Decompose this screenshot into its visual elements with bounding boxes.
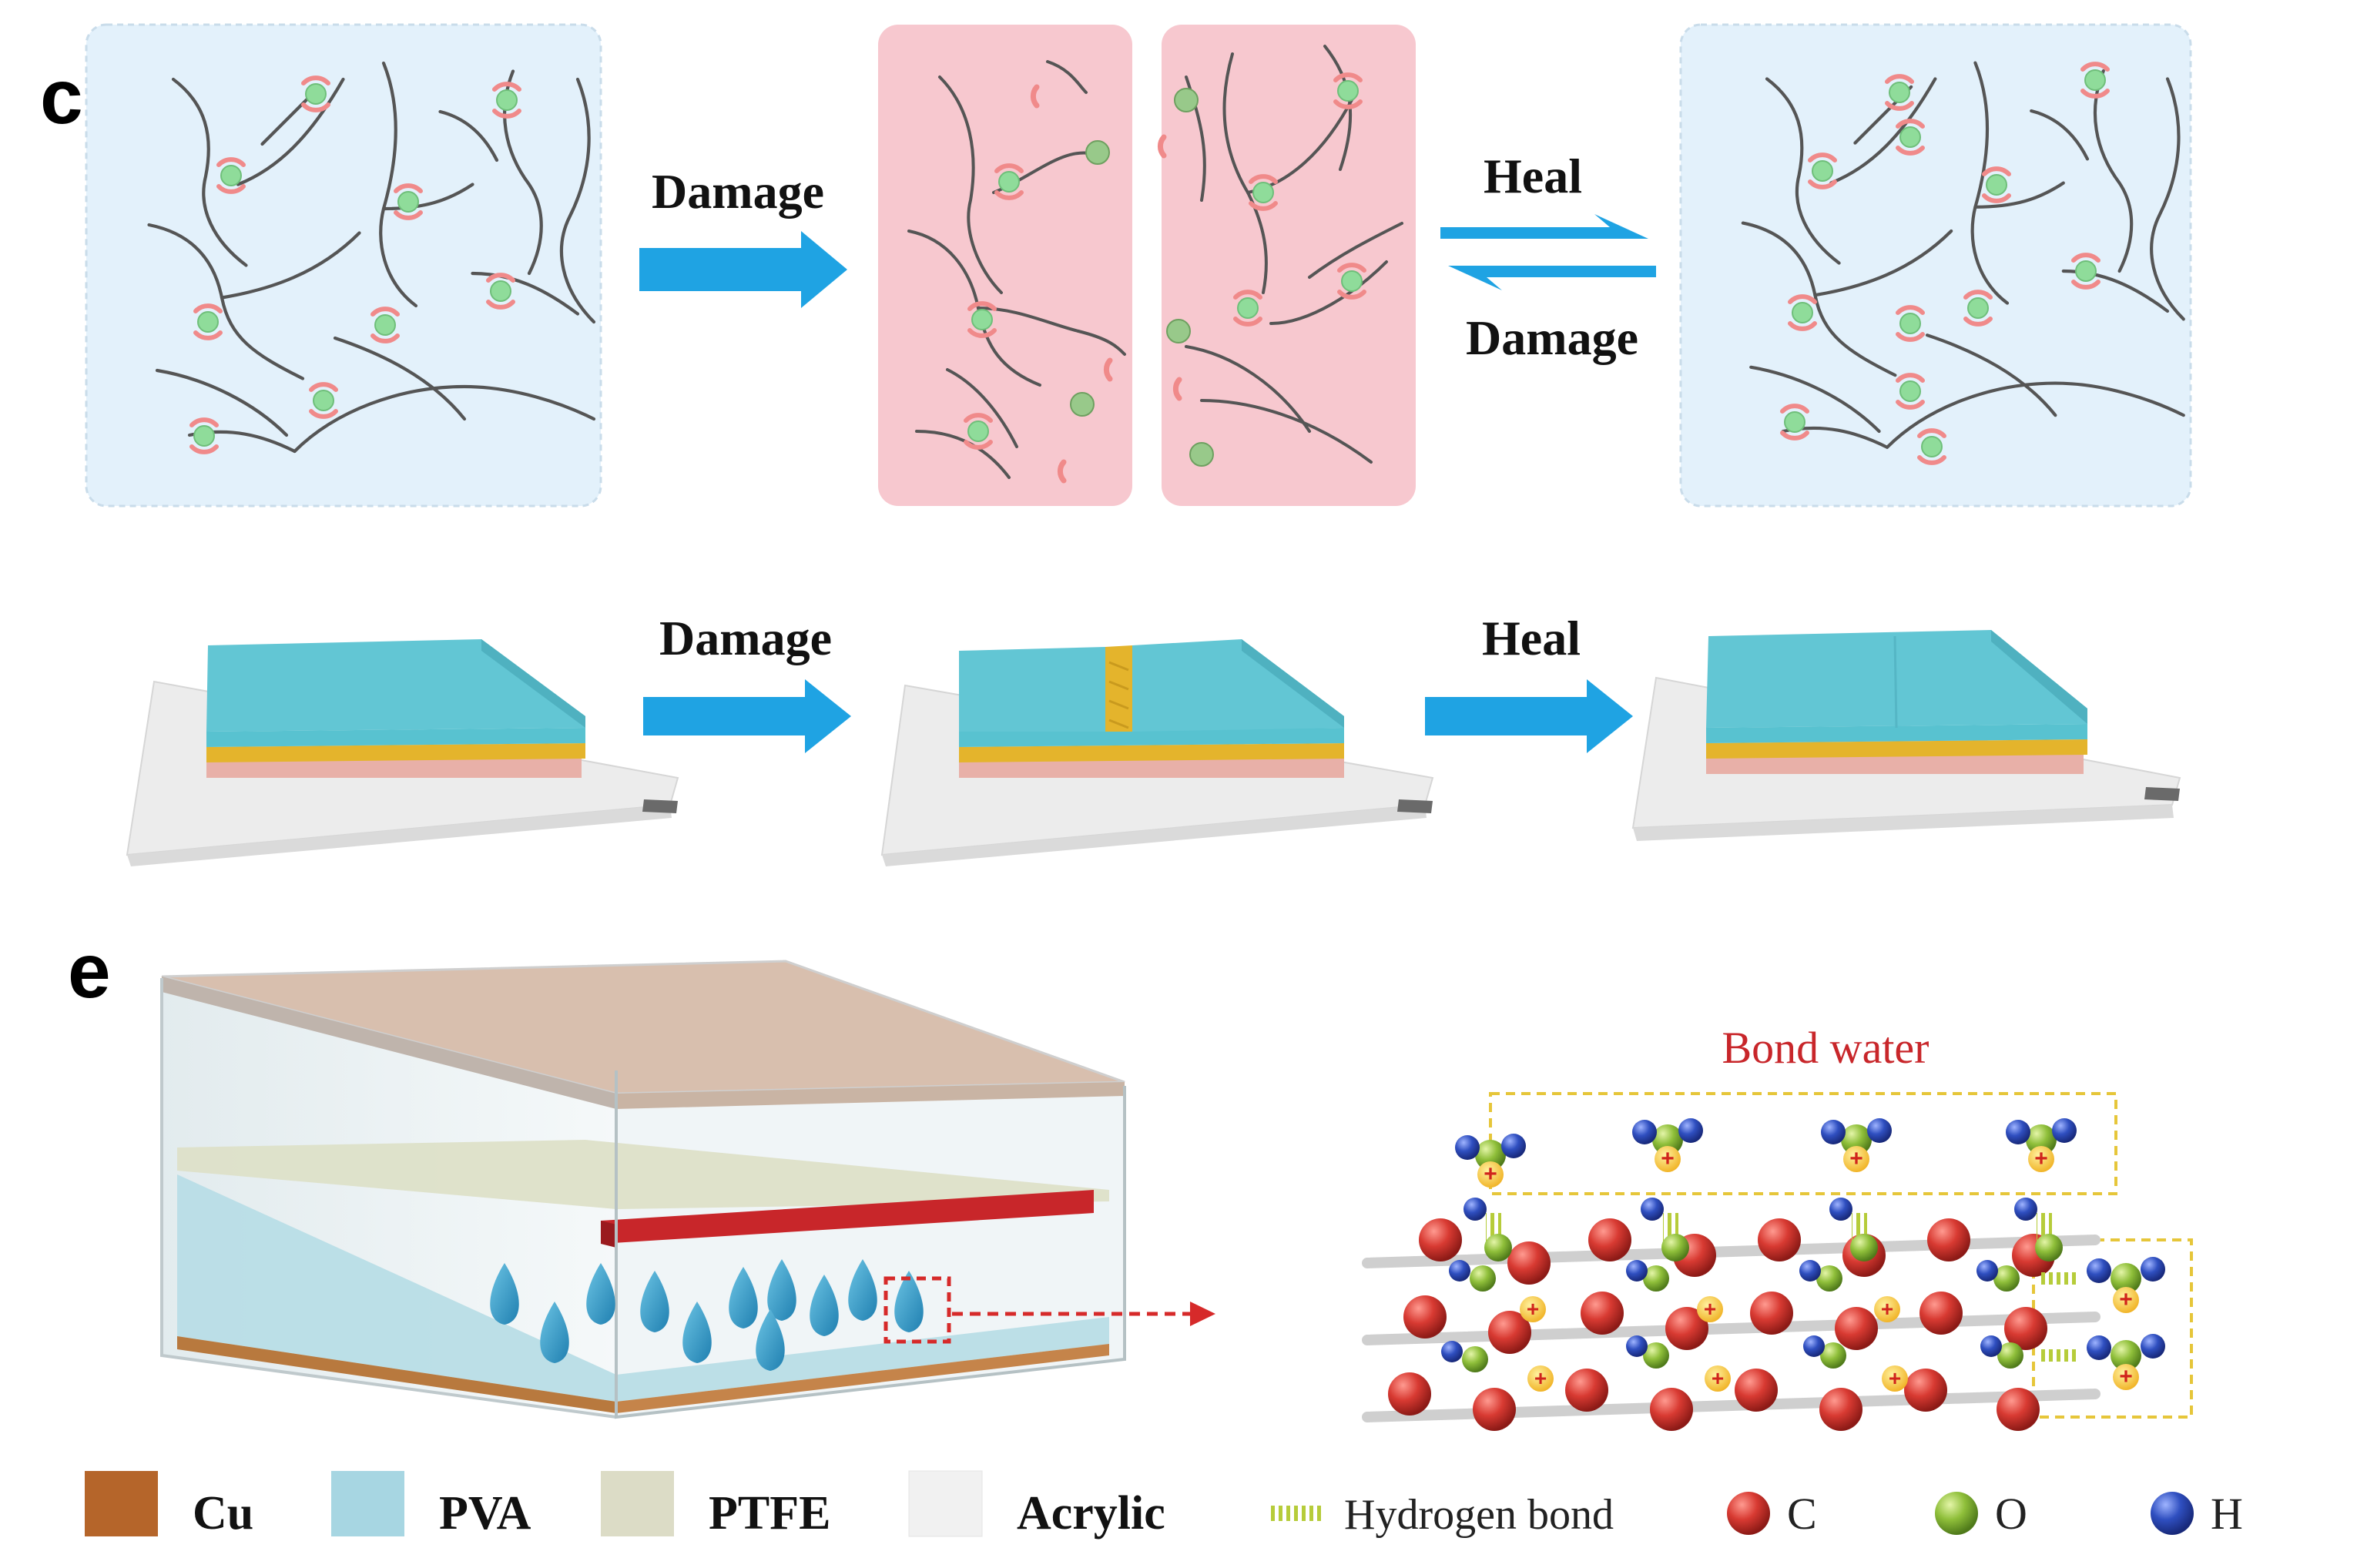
legend-swatch-cu — [85, 1471, 158, 1536]
legend-item-acrylic: Acrylic — [908, 1470, 1165, 1540]
damage-label-equilibrium: Damage — [1466, 310, 1638, 365]
legend-label-oxygen: O — [1995, 1489, 2027, 1539]
legend-item-hydrogen-bond: Hydrogen bond — [1271, 1491, 1614, 1539]
healed-network-panel — [1679, 23, 2192, 508]
svg-text:+: + — [1534, 1366, 1547, 1390]
svg-text:+: + — [1849, 1146, 1863, 1171]
legend-item-pva: PVA — [331, 1471, 531, 1540]
legend: Cu PVA PTFE Acrylic Hydrogen bond C O H — [85, 1470, 2243, 1540]
damage-label-top: Damage — [652, 164, 824, 219]
panel-letter-e: e — [68, 928, 111, 1014]
heal-damage-equilibrium-arrows: Heal Damage — [1440, 149, 1656, 365]
hydrogen-bond-icon — [1271, 1506, 1325, 1521]
hydrogen-atom-icon — [2151, 1492, 2194, 1535]
svg-text:+: + — [2119, 1287, 2133, 1312]
damage-arrow-device: Damage — [643, 611, 851, 753]
legend-swatch-pva — [331, 1471, 404, 1536]
legend-swatch-ptfe — [601, 1471, 674, 1536]
device-damaged — [880, 639, 1434, 866]
svg-text:+: + — [1484, 1161, 1497, 1187]
svg-text:+: + — [1889, 1366, 1901, 1390]
device-intact — [126, 639, 679, 866]
svg-text:+: + — [1527, 1297, 1539, 1321]
bond-water-molecular-schematic: Bond water + — [1362, 1023, 2193, 1431]
chain-side-groups: + + + + + + — [1441, 1260, 2023, 1392]
legend-item-hydrogen: H — [2151, 1489, 2243, 1539]
legend-item-cu: Cu — [85, 1471, 253, 1540]
legend-label-ptfe: PTFE — [709, 1487, 830, 1540]
carbon-atom-icon — [1727, 1492, 1770, 1535]
svg-text:+: + — [1661, 1146, 1675, 1171]
intact-network-panel — [85, 23, 602, 508]
device-healed — [1631, 630, 2181, 841]
legend-label-cu: Cu — [193, 1487, 253, 1540]
hydroxyl-groups: + + + + — [1455, 1118, 2165, 1390]
heal-label-device: Heal — [1482, 611, 1581, 665]
svg-text:+: + — [2119, 1364, 2133, 1389]
heal-arrow-device: Heal — [1425, 611, 1633, 753]
legend-label-pva: PVA — [439, 1487, 531, 1540]
oxygen-atom-icon — [1935, 1492, 1978, 1535]
legend-label-acrylic: Acrylic — [1017, 1487, 1165, 1540]
damage-label-device: Damage — [659, 611, 832, 665]
panel-letter-c: c — [40, 54, 83, 140]
svg-text:+: + — [1704, 1297, 1716, 1321]
svg-text:+: + — [1881, 1297, 1893, 1321]
bond-water-title: Bond water — [1722, 1023, 1930, 1073]
heal-label-top: Heal — [1484, 149, 1582, 203]
legend-item-carbon: C — [1727, 1489, 1817, 1539]
damaged-network-panel — [878, 25, 1416, 506]
legend-label-hydrogen-bond: Hydrogen bond — [1344, 1491, 1614, 1539]
legend-swatch-acrylic — [908, 1470, 983, 1537]
legend-label-carbon: C — [1787, 1489, 1817, 1539]
legend-item-oxygen: O — [1935, 1489, 2027, 1539]
legend-item-ptfe: PTFE — [601, 1471, 830, 1540]
water-droplets — [490, 1259, 924, 1371]
svg-text:+: + — [1712, 1366, 1724, 1390]
teng-device-3d — [160, 960, 1215, 1419]
legend-label-hydrogen: H — [2211, 1489, 2243, 1539]
damage-arrow-top: Damage — [639, 164, 847, 308]
svg-text:+: + — [2034, 1146, 2048, 1171]
